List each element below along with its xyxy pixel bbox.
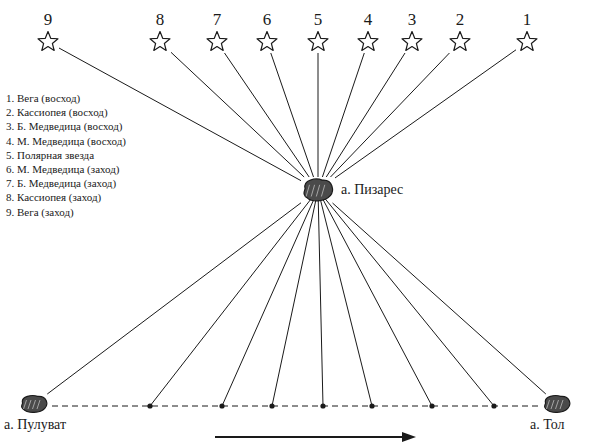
callout-number: 8 (156, 11, 165, 28)
etak-point (269, 403, 274, 408)
island-symbol (301, 177, 335, 203)
star-list-entry: 7. Б. Медведица (заход) (6, 177, 116, 190)
callout-number: 9 (44, 11, 53, 28)
island-label: а. Пулуват (4, 418, 66, 432)
star-node: 4 (357, 31, 379, 53)
course-line (52, 406, 540, 407)
star-node: 5 (307, 31, 329, 53)
callout-number: 4 (364, 11, 373, 28)
star-node: 3 (401, 31, 423, 53)
sight-line (335, 50, 516, 178)
etak-point (147, 403, 152, 408)
sight-line (318, 53, 319, 177)
callout-number: 5 (314, 11, 323, 28)
star-list-entry: 1. Вега (восход) (6, 92, 80, 105)
sight-line (171, 52, 304, 177)
callout-number: 6 (263, 11, 272, 28)
star-list-entry: 2. Кассиопея (восход) (6, 106, 108, 119)
star-symbol (401, 31, 423, 53)
bearing-line (318, 190, 323, 406)
direction-arrow (215, 436, 404, 438)
bearing-line (222, 190, 318, 406)
etak-point (429, 403, 434, 408)
sight-line (330, 53, 449, 177)
star-node: 7 (206, 31, 228, 53)
sight-line (271, 53, 314, 177)
star-symbol (516, 31, 538, 53)
etak-point (369, 403, 374, 408)
bearing-line (272, 190, 318, 406)
star-node: 6 (256, 31, 278, 53)
star-symbol (37, 31, 59, 53)
bearing-line (150, 190, 318, 406)
star-node: 9 (37, 31, 59, 53)
star-node: 8 (149, 31, 171, 53)
bearing-line (318, 190, 494, 406)
star-list-entry: 5. Полярная звезда (6, 149, 94, 162)
star-symbol (307, 31, 329, 53)
star-list-entry: 6. М. Медведица (заход) (6, 163, 120, 176)
star-list-entry: 4. М. Медведица (восход) (6, 135, 126, 148)
sight-line (225, 53, 310, 177)
star-symbol (149, 31, 171, 53)
etak-point (491, 403, 496, 408)
etak-point (320, 403, 325, 408)
island-node: а. Пулуват (19, 394, 49, 414)
island-label: а. Тол (530, 418, 565, 432)
island-label: а. Пизарес (341, 183, 403, 197)
star-list-entry: 3. Б. Медведица (восход) (6, 120, 122, 133)
sight-line (333, 203, 546, 394)
star-symbol (357, 31, 379, 53)
etak-point (219, 403, 224, 408)
star-symbol (449, 31, 471, 53)
callout-number: 7 (213, 11, 222, 28)
star-list-entry: 9. Вега (заход) (6, 206, 74, 219)
star-node: 2 (449, 31, 471, 53)
direction-arrowhead (402, 432, 416, 442)
sight-line (322, 53, 364, 177)
star-node: 1 (516, 31, 538, 53)
sight-line (326, 53, 405, 177)
callout-number: 3 (408, 11, 417, 28)
star-symbol (206, 31, 228, 53)
island-node: а. Тол (542, 394, 572, 414)
star-symbol (256, 31, 278, 53)
callout-number: 1 (523, 11, 532, 28)
island-symbol (19, 394, 49, 414)
callout-number: 2 (456, 11, 465, 28)
island-symbol (542, 394, 572, 414)
star-list-entry: 8. Кассиопея (заход) (6, 191, 101, 204)
island-node: а. Пизарес (301, 177, 335, 203)
bearing-line (318, 190, 432, 406)
sight-line (47, 203, 301, 394)
